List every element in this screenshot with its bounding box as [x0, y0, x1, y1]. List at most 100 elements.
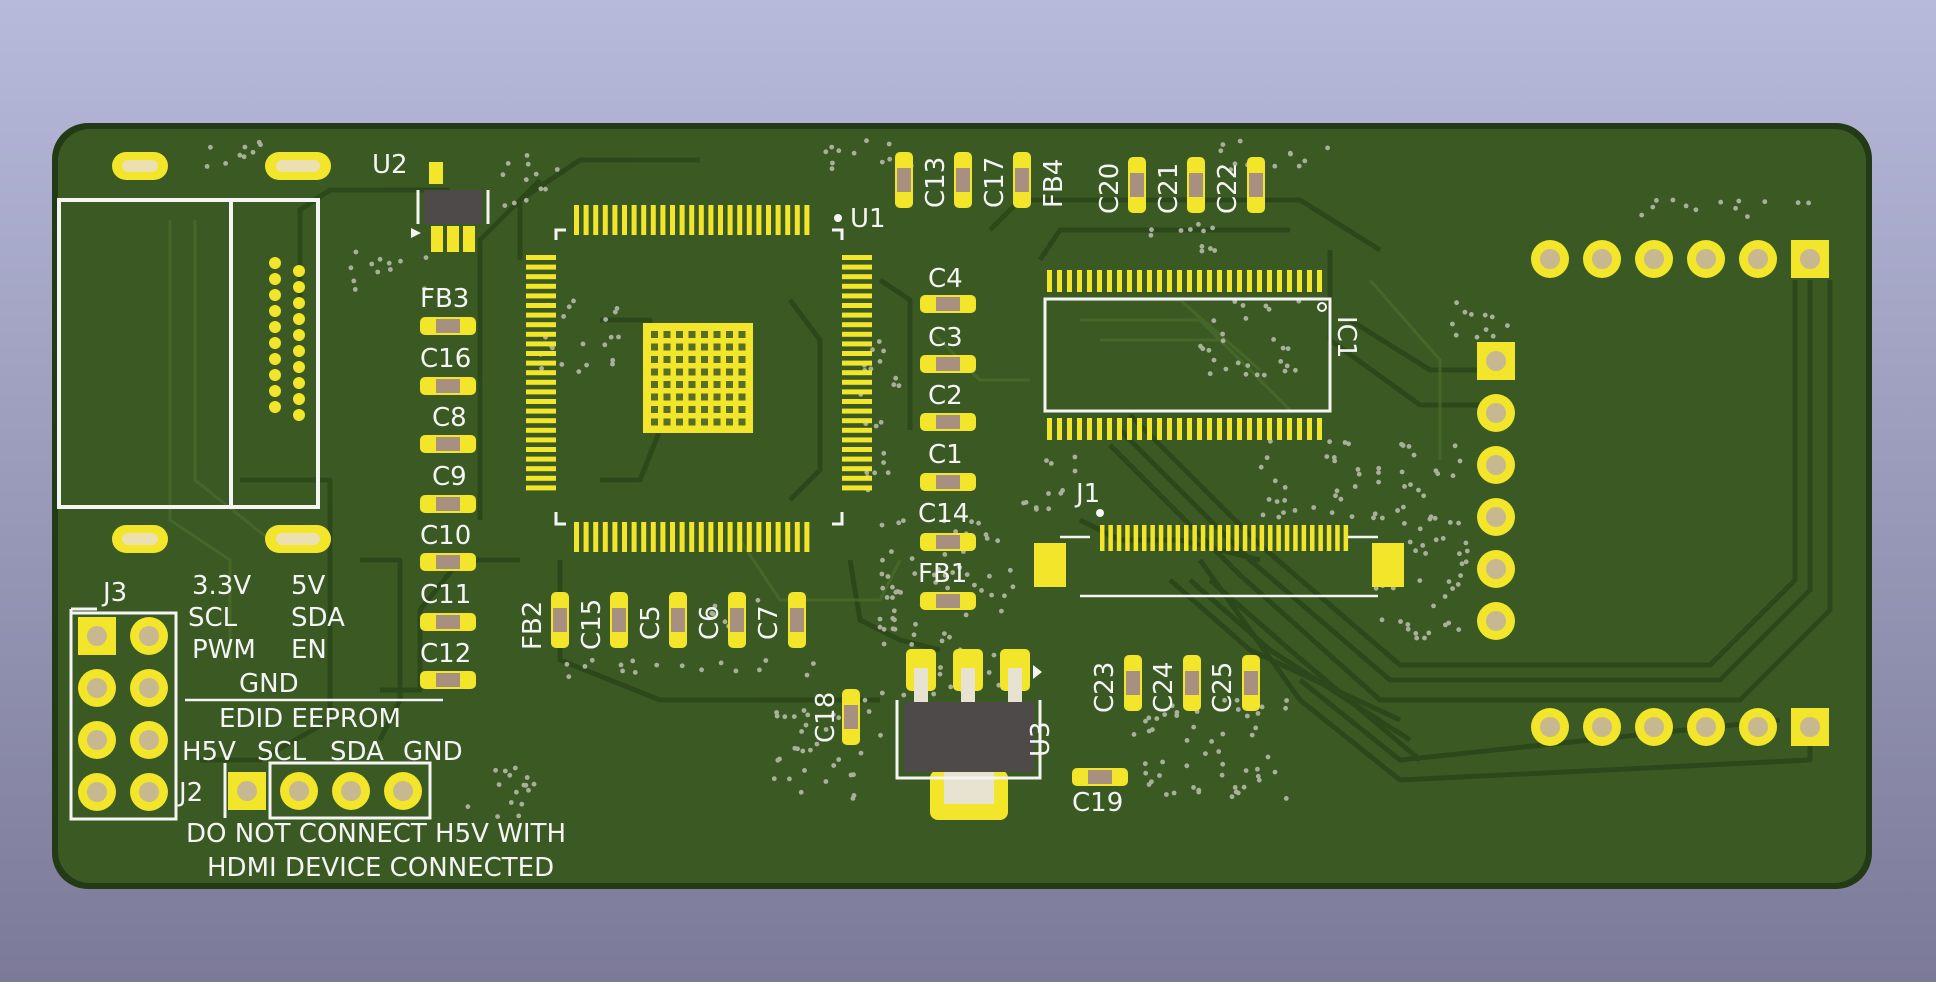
- via: [1450, 321, 1455, 327]
- via: [1174, 713, 1180, 718]
- hdmi-connector-outline: [57, 198, 320, 509]
- ic1-pin: [1097, 418, 1102, 440]
- via: [1469, 312, 1474, 317]
- u1-pin: [660, 522, 666, 552]
- u1-thermal-via: [701, 356, 708, 363]
- ic1-pin: [1067, 418, 1072, 440]
- via: [1371, 515, 1376, 521]
- via: [351, 278, 357, 284]
- via: [878, 732, 883, 738]
- u1-pin: [842, 379, 872, 385]
- via: [1411, 452, 1417, 458]
- via: [823, 727, 829, 732]
- via: [1255, 766, 1260, 772]
- via: [493, 767, 498, 773]
- via: [1446, 579, 1452, 584]
- u1-thermal-via: [726, 356, 733, 363]
- via: [242, 144, 248, 150]
- hdmi-pin: [293, 409, 305, 421]
- via: [539, 366, 544, 371]
- via: [995, 538, 1001, 544]
- via: [881, 626, 887, 632]
- u1-pin: [526, 293, 556, 299]
- via: [237, 152, 243, 158]
- ic1-pin: [1077, 418, 1082, 440]
- j1-pin: [1133, 525, 1139, 551]
- via: [1274, 499, 1280, 504]
- note-j2-sda: SDA: [330, 737, 384, 767]
- via: [864, 138, 869, 144]
- ic1-pin: [1267, 418, 1272, 440]
- via: [507, 772, 513, 778]
- via: [1229, 794, 1235, 800]
- u1-pin: [602, 522, 608, 552]
- via: [1433, 537, 1439, 543]
- header-top-pin-drill: [1748, 249, 1768, 269]
- via: [1327, 439, 1332, 445]
- u1-pin: [727, 205, 733, 235]
- j2-pin-drill: [393, 781, 413, 801]
- via: [911, 632, 917, 638]
- u1-pin: [756, 205, 762, 235]
- ic1-pin: [1207, 418, 1212, 440]
- u1-pin: [737, 205, 743, 235]
- via: [1693, 207, 1699, 213]
- via: [1423, 551, 1428, 556]
- u1-pin-rows: [526, 205, 872, 552]
- via: [423, 255, 429, 260]
- passive-c25-body: [1244, 671, 1258, 695]
- via: [880, 585, 886, 591]
- via: [1219, 772, 1225, 778]
- j2-pin-drill: [289, 781, 309, 801]
- passive-c6-body: [730, 608, 744, 632]
- via: [422, 286, 427, 292]
- j1-pin: [1175, 525, 1181, 551]
- via: [879, 159, 885, 165]
- via: [388, 267, 393, 272]
- via: [377, 256, 383, 262]
- via: [1422, 635, 1427, 641]
- via: [582, 664, 588, 669]
- label-u3: U3: [1026, 721, 1056, 757]
- u1-pin: [842, 399, 872, 404]
- via: [896, 383, 902, 389]
- via: [1414, 635, 1420, 641]
- via: [543, 186, 548, 192]
- via: [1806, 200, 1811, 206]
- u1-pin: [622, 205, 627, 235]
- u1-pin: [526, 456, 556, 462]
- via: [1420, 543, 1426, 548]
- label-c12: C12: [420, 639, 471, 669]
- via: [890, 595, 895, 600]
- hdmi-pin: [293, 361, 305, 373]
- ic1-pin: [1217, 270, 1222, 292]
- ic1-pin: [1067, 270, 1072, 292]
- hdmi-connector: [57, 152, 331, 553]
- via: [561, 314, 566, 319]
- u1-pin: [756, 522, 762, 552]
- ic1-pin: [1307, 418, 1312, 440]
- note-j2-scl: SCL: [257, 737, 307, 767]
- via: [1240, 303, 1246, 308]
- via: [802, 768, 807, 773]
- via: [654, 662, 660, 668]
- via: [771, 776, 777, 782]
- j3-pin-drill: [139, 782, 159, 802]
- via: [983, 532, 989, 538]
- label-c23: C23: [1090, 662, 1120, 713]
- via: [792, 745, 798, 751]
- via: [941, 518, 947, 524]
- u1-pin: [794, 205, 800, 235]
- via: [502, 203, 508, 209]
- via: [352, 287, 358, 292]
- u1-pin1-dot: [834, 214, 842, 222]
- hdmi-pin: [269, 353, 281, 365]
- via: [774, 713, 780, 719]
- via: [1220, 142, 1226, 148]
- u1-thermal-via: [688, 331, 696, 338]
- via: [775, 757, 781, 763]
- via: [1406, 444, 1412, 449]
- hdmi-pin: [269, 337, 281, 349]
- via: [1268, 438, 1273, 444]
- u1-pin: [804, 522, 810, 552]
